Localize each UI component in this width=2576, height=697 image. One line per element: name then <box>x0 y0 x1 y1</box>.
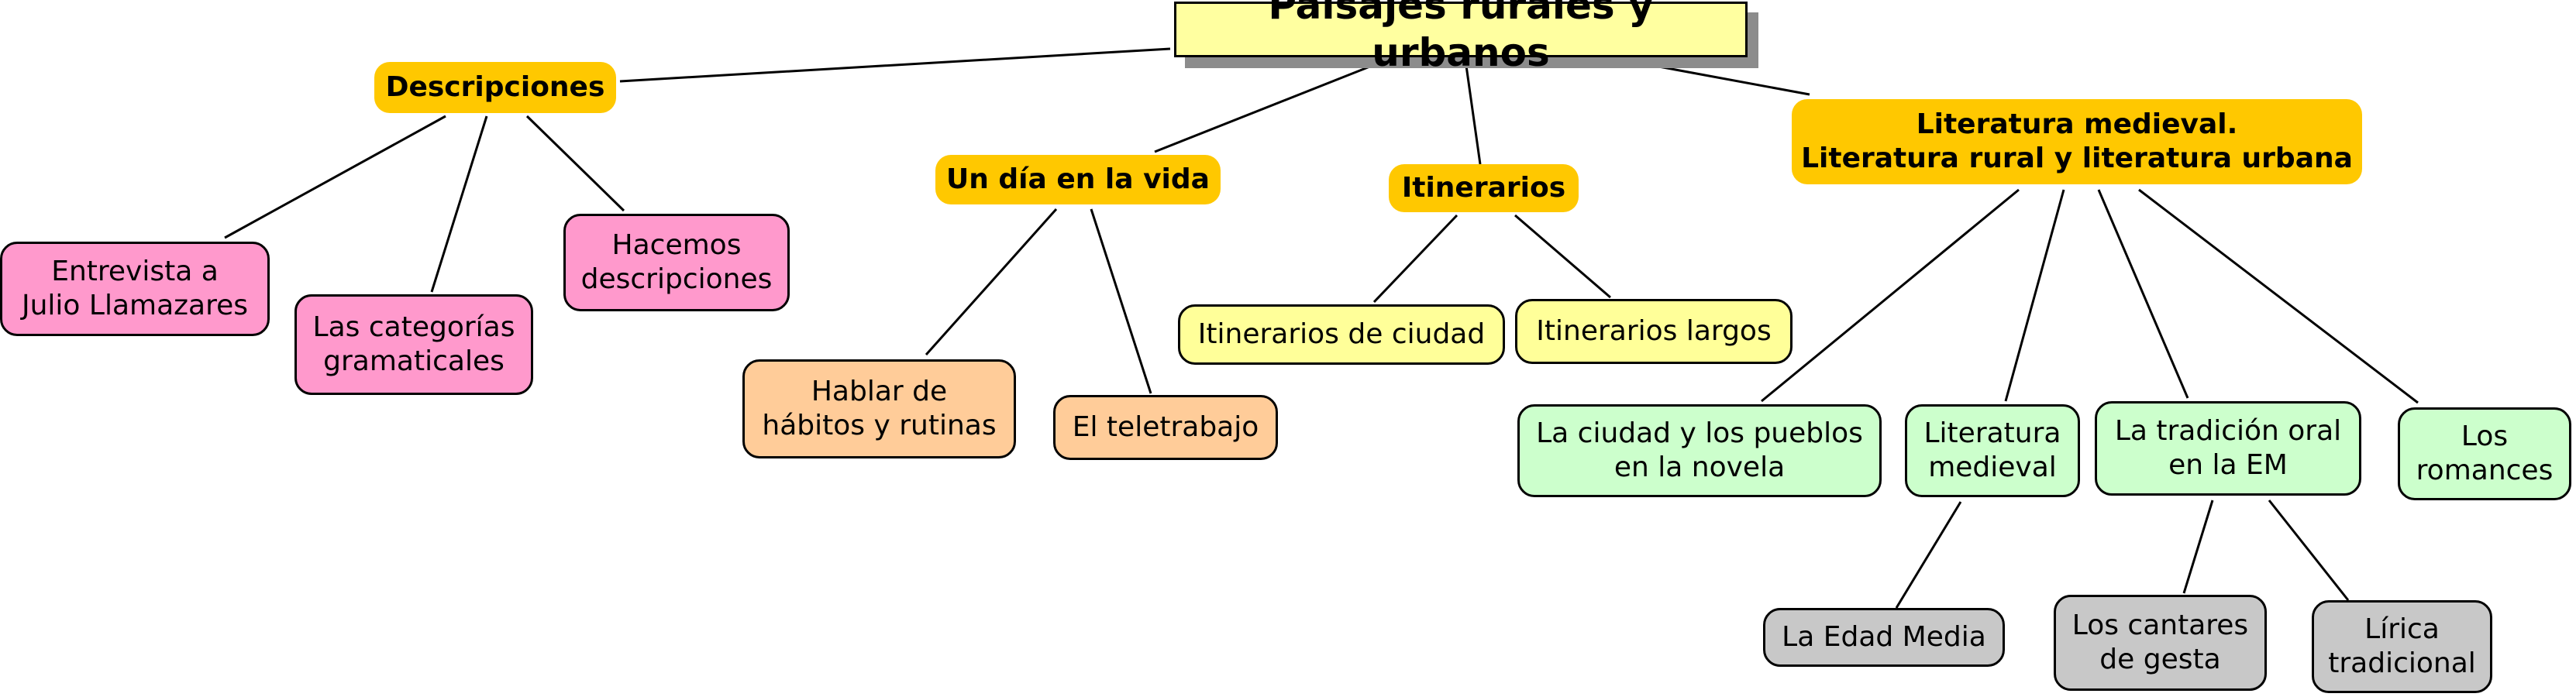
edge-literatura-romances <box>2138 188 2419 404</box>
leaf-node-categorias-gramaticales: Las categorías gramaticales <box>294 294 533 395</box>
category-node-un-dia-en-la-vida: Un día en la vida <box>935 155 1221 204</box>
root-node-title: Paisajes rurales y urbanos <box>1174 0 1748 75</box>
edge-root-literatura <box>1654 64 1810 96</box>
leaf-node-itinerarios-de-ciudad: Itinerarios de ciudad <box>1178 304 1505 365</box>
leaf-node-tradicion-oral: La tradición oral en la EM <box>2095 401 2361 496</box>
category-node-itinerarios: Itinerarios <box>1389 164 1579 212</box>
edge-root-descripciones <box>619 47 1171 83</box>
leaf-node-entrevista: Entrevista a Julio Llamazares <box>0 242 270 336</box>
leaf-node-cantares-de-gesta: Los cantares de gesta <box>2054 595 2267 691</box>
leaf-node-romances: Los romances <box>2398 407 2571 500</box>
edge-literatura-lit-medieval <box>2004 189 2065 402</box>
leaf-node-literatura-medieval: Literatura medieval <box>1905 404 2080 497</box>
leaf-node-edad-media: La Edad Media <box>1763 608 2005 667</box>
edge-descripciones-categorias <box>430 115 488 293</box>
edge-itinerarios-largos <box>1514 214 1611 299</box>
category-node-descripciones: Descripciones <box>374 62 616 113</box>
edge-descripciones-entrevista <box>224 115 446 239</box>
leaf-node-lirica-tradicional: Lírica tradicional <box>2312 600 2492 693</box>
edge-un-dia-teletrabajo <box>1090 208 1152 394</box>
edge-tradicion-oral-lirica <box>2268 500 2350 601</box>
edge-root-un-dia <box>1154 64 1372 153</box>
edge-lit-medieval-edad-media <box>1895 501 1962 609</box>
edge-itinerarios-ciudad <box>1372 214 1458 304</box>
leaf-node-hacemos-descripciones: Hacemos descripciones <box>563 214 790 311</box>
category-node-literatura: Literatura medieval. Literatura rural y … <box>1792 99 2362 184</box>
leaf-node-teletrabajo: El teletrabajo <box>1053 395 1278 460</box>
edge-un-dia-hablar <box>925 208 1058 355</box>
edge-tradicion-oral-cantares <box>2182 500 2214 594</box>
leaf-node-itinerarios-largos: Itinerarios largos <box>1515 299 1793 364</box>
edge-literatura-tradicion-oral <box>2097 189 2189 399</box>
leaf-node-hablar-de-habitos: Hablar de hábitos y rutinas <box>742 359 1016 458</box>
edge-literatura-ciudad-pueblos <box>1761 188 2020 403</box>
leaf-node-ciudad-y-pueblos: La ciudad y los pueblos en la novela <box>1517 404 1882 497</box>
edge-root-itinerarios <box>1465 65 1482 165</box>
edge-descripciones-hacemos <box>525 115 625 212</box>
